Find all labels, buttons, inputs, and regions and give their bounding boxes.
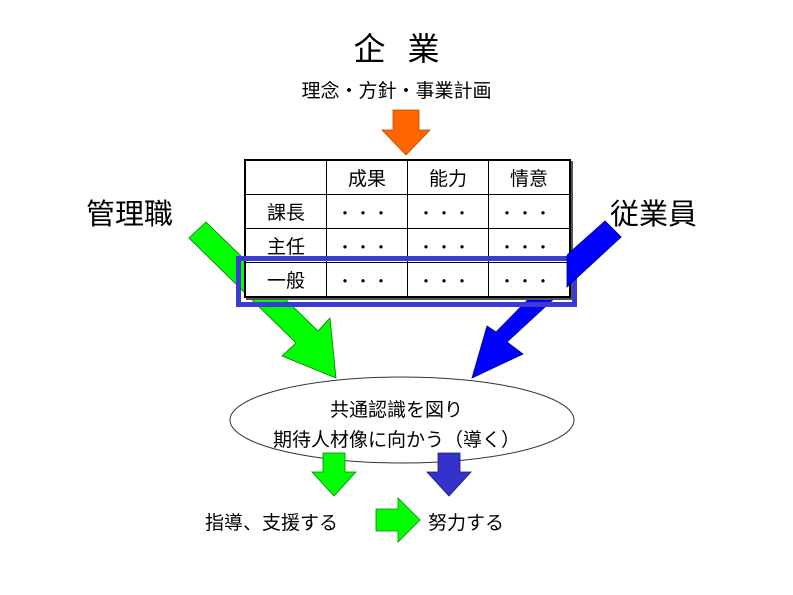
- page-title: 企業: [353, 30, 462, 68]
- purple-down-arrow-icon: [426, 452, 472, 497]
- manager-label: 管理職: [86, 197, 174, 231]
- table-cell: ・・・: [407, 262, 489, 298]
- table-row-highlighted: 一般 ・・・ ・・・ ・・・: [244, 262, 571, 298]
- subtitle: 理念・方針・事業計画: [301, 80, 492, 102]
- green-right-arrow-icon: [375, 497, 421, 543]
- table-header-row: 成果 能力 情意: [244, 159, 571, 195]
- ellipse-text-line1: 共通認識を図り: [329, 399, 463, 421]
- row-header: 一般: [244, 262, 327, 298]
- table-corner-cell: [244, 159, 327, 195]
- table-cell: ・・・: [326, 194, 408, 229]
- column-header: 情意: [488, 159, 571, 195]
- ellipse-text-line2: 期待人材像に向かう（導く）: [272, 429, 520, 451]
- table-cell: ・・・: [326, 262, 408, 298]
- table-cell: ・・・: [407, 194, 489, 229]
- green-diagonal-arrow-icon: [188, 221, 337, 379]
- column-header: 成果: [326, 159, 408, 195]
- highlight-frame: [236, 256, 577, 307]
- effort-label: 努力する: [428, 512, 505, 534]
- green-down-arrow-icon: [311, 452, 357, 497]
- common-understanding-ellipse: [229, 376, 575, 464]
- evaluation-table: 成果 能力 情意 課長 ・・・ ・・・ ・・・ 主任 ・・・ ・・・ ・・・ 一…: [244, 159, 571, 298]
- column-header: 能力: [407, 159, 489, 195]
- orange-down-arrow-icon: [381, 109, 431, 156]
- guide-support-label: 指導、支援する: [205, 512, 339, 534]
- table-row: 課長 ・・・ ・・・ ・・・: [244, 194, 571, 229]
- table-row: 主任 ・・・ ・・・ ・・・: [244, 228, 571, 263]
- employee-label: 従業員: [610, 197, 698, 231]
- row-header: 課長: [244, 194, 327, 229]
- table-cell: ・・・: [488, 262, 571, 298]
- table-cell: ・・・: [488, 194, 571, 229]
